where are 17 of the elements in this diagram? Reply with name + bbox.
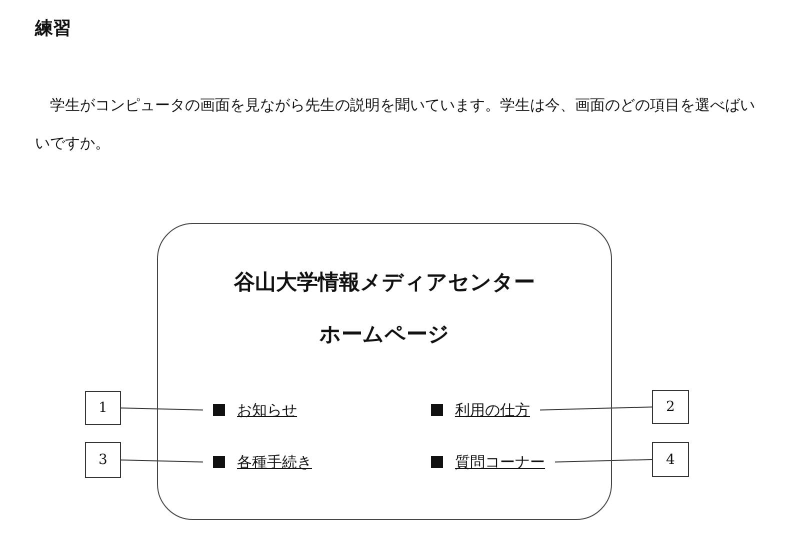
callout-number: 1 — [85, 391, 121, 425]
menu-link: お知らせ — [237, 400, 297, 420]
leader-line — [554, 459, 652, 462]
page-subheading: ホームページ — [318, 321, 450, 348]
question-text: 学生がコンピュータの画面を見ながら先生の説明を聞いています。学生は今、画面のどの項目を選べばいいですか。 — [35, 95, 756, 154]
menu-link: 利用の仕方 — [455, 400, 530, 420]
leader-line — [120, 408, 204, 410]
exercise-heading: 練習 — [35, 17, 71, 40]
menu-link: 各種手続き — [237, 452, 312, 472]
leader-line — [540, 406, 652, 410]
leader-line — [120, 460, 204, 462]
callout-number: 2 — [652, 390, 689, 424]
callout-number: 3 — [85, 442, 121, 478]
page-heading: 谷山大学情報メディアセンター — [232, 269, 536, 296]
screen-frame — [157, 223, 612, 520]
callout-number: 4 — [652, 442, 689, 477]
menu-link: 質問コーナー — [455, 452, 545, 472]
